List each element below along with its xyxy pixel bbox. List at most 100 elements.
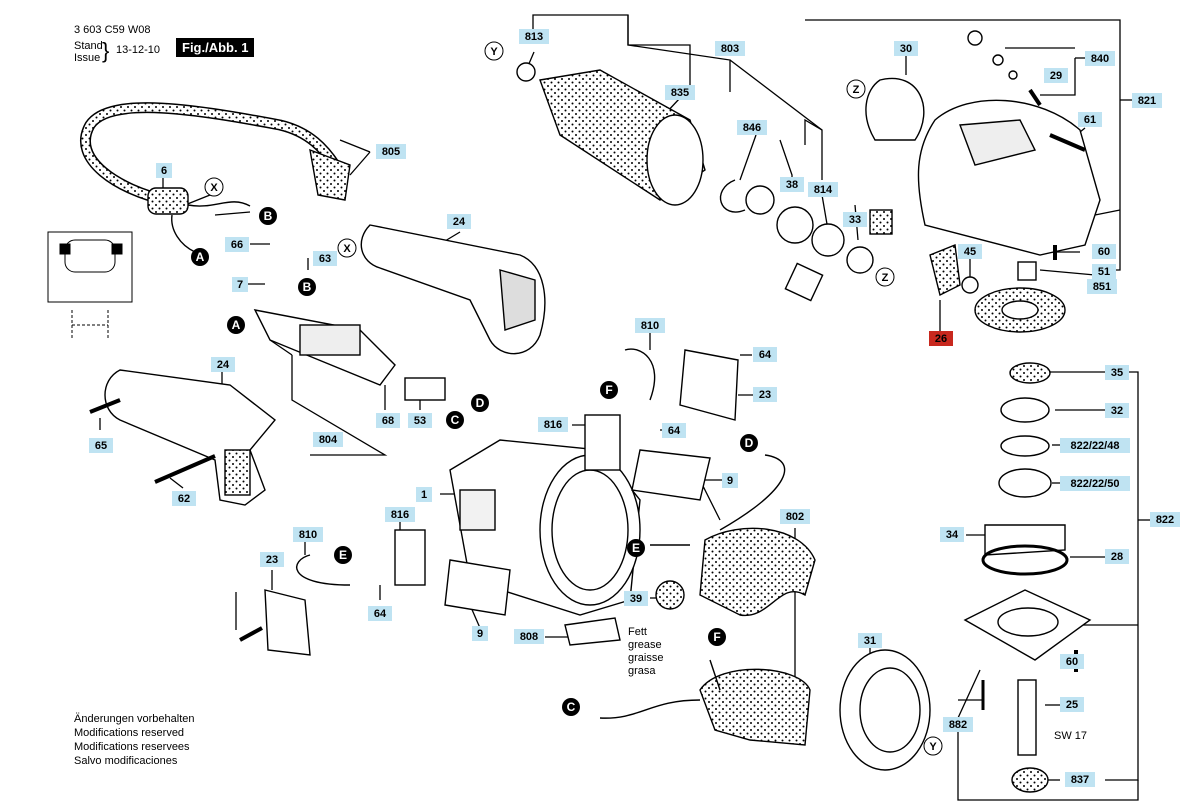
svg-text:X: X <box>210 182 218 194</box>
wrench-size-note: SW 17 <box>1054 730 1088 742</box>
note-line: Modifications reserved <box>74 727 185 739</box>
svg-text:X: X <box>343 243 351 255</box>
svg-text:D: D <box>476 396 485 410</box>
svg-text:26: 26 <box>935 333 947 345</box>
svg-text:61: 61 <box>1084 114 1096 126</box>
part-label-30: 30 <box>894 41 918 56</box>
svg-text:51: 51 <box>1098 266 1110 278</box>
svg-text:816: 816 <box>391 509 409 521</box>
part-label-1: 1 <box>416 487 432 502</box>
svg-text:63: 63 <box>319 253 331 265</box>
part-label-813: 813 <box>519 29 549 44</box>
part-label-64-low: 64 <box>368 606 392 621</box>
part-label-31: 31 <box>858 633 882 648</box>
svg-text:846: 846 <box>743 122 761 134</box>
part-label-51: 51 <box>1092 264 1116 279</box>
ref-x-2: X <box>337 238 357 258</box>
svg-text:9: 9 <box>477 628 483 640</box>
connector-e-1: E <box>334 546 352 564</box>
svg-text:45: 45 <box>964 246 976 258</box>
svg-text:60: 60 <box>1066 656 1078 668</box>
part-label-816-top: 816 <box>538 417 568 432</box>
connector-f-2: F <box>708 628 726 646</box>
svg-text:810: 810 <box>299 529 317 541</box>
svg-text:35: 35 <box>1111 367 1123 379</box>
svg-text:Y: Y <box>490 46 498 58</box>
part-label-837: 837 <box>1065 772 1095 787</box>
part-label-9-low: 9 <box>472 626 488 641</box>
svg-text:F: F <box>605 383 612 397</box>
connector-a-2: A <box>227 316 245 334</box>
parts-drawings <box>47 30 1101 793</box>
svg-text:835: 835 <box>671 87 689 99</box>
part-label-821: 821 <box>1132 93 1162 108</box>
part-label-68: 68 <box>376 413 400 428</box>
svg-text:804: 804 <box>319 434 338 446</box>
modification-notes: Änderungen vorbehalten Modifications res… <box>74 712 194 768</box>
svg-text:6: 6 <box>161 165 167 177</box>
svg-text:23: 23 <box>266 554 278 566</box>
svg-text:65: 65 <box>95 440 107 452</box>
grease-line: grease <box>628 639 662 651</box>
part-label-802: 802 <box>780 509 810 524</box>
part-label-851: 851 <box>1087 279 1117 294</box>
svg-text:837: 837 <box>1071 774 1089 786</box>
svg-text:64: 64 <box>759 349 772 361</box>
part-label-53: 53 <box>408 413 432 428</box>
connector-d-2: D <box>740 434 758 452</box>
svg-text:808: 808 <box>520 631 538 643</box>
part-label-822-22-50: 822/22/50 <box>1060 476 1130 491</box>
svg-text:60: 60 <box>1098 246 1110 258</box>
part-label-60-low: 60 <box>1060 654 1084 669</box>
svg-text:F: F <box>713 630 720 644</box>
part-label-23-low: 23 <box>260 552 284 567</box>
svg-text:805: 805 <box>382 146 400 158</box>
connector-e-2: E <box>627 539 645 557</box>
connector-b-1: B <box>259 207 277 225</box>
svg-text:803: 803 <box>721 43 739 55</box>
part-label-64-mid: 64 <box>662 423 686 438</box>
svg-text:32: 32 <box>1111 405 1123 417</box>
svg-text:822: 822 <box>1156 514 1174 526</box>
svg-text:A: A <box>232 318 241 332</box>
svg-text:E: E <box>339 548 347 562</box>
svg-text:53: 53 <box>414 415 426 427</box>
part-label-65: 65 <box>89 438 113 453</box>
svg-text:29: 29 <box>1050 70 1062 82</box>
doc-number: 3 603 C59 W08 <box>74 24 151 36</box>
svg-text:822/22/50: 822/22/50 <box>1071 478 1120 490</box>
svg-text:840: 840 <box>1091 53 1109 65</box>
svg-text:38: 38 <box>786 179 798 191</box>
issue-date: 13-12-10 <box>116 44 161 56</box>
svg-text:882: 882 <box>949 719 967 731</box>
svg-text:C: C <box>451 413 460 427</box>
part-label-822-22-48: 822/22/48 <box>1060 438 1130 453</box>
svg-text:Y: Y <box>929 741 937 753</box>
connector-f-1: F <box>600 381 618 399</box>
svg-text:64: 64 <box>668 425 681 437</box>
part-label-63: 63 <box>313 251 337 266</box>
part-label-33: 33 <box>843 212 867 227</box>
svg-text:810: 810 <box>641 320 659 332</box>
part-label-38: 38 <box>780 177 804 192</box>
ref-z-1: Z <box>846 79 866 99</box>
connector-d-1: D <box>471 394 489 412</box>
part-label-822: 822 <box>1150 512 1180 527</box>
ref-y-1: Y <box>484 41 504 61</box>
part-label-45: 45 <box>958 244 982 259</box>
part-label-810-low: 810 <box>293 527 323 542</box>
grease-note: Fett grease graisse grasa <box>628 626 663 678</box>
grease-line: grasa <box>628 665 656 677</box>
svg-text:66: 66 <box>231 239 243 251</box>
part-label-64-top: 64 <box>753 347 777 362</box>
part-label-814: 814 <box>808 182 838 197</box>
note-line: Änderungen vorbehalten <box>74 713 195 725</box>
part-label-816-low: 816 <box>385 507 415 522</box>
issue-label: Issue <box>74 52 101 64</box>
reference-letters: Y Z X X Z Y <box>204 41 943 756</box>
ref-z-2: Z <box>875 267 895 287</box>
svg-text:A: A <box>196 250 205 264</box>
connector-c-1: C <box>446 411 464 429</box>
svg-text:28: 28 <box>1111 551 1123 563</box>
